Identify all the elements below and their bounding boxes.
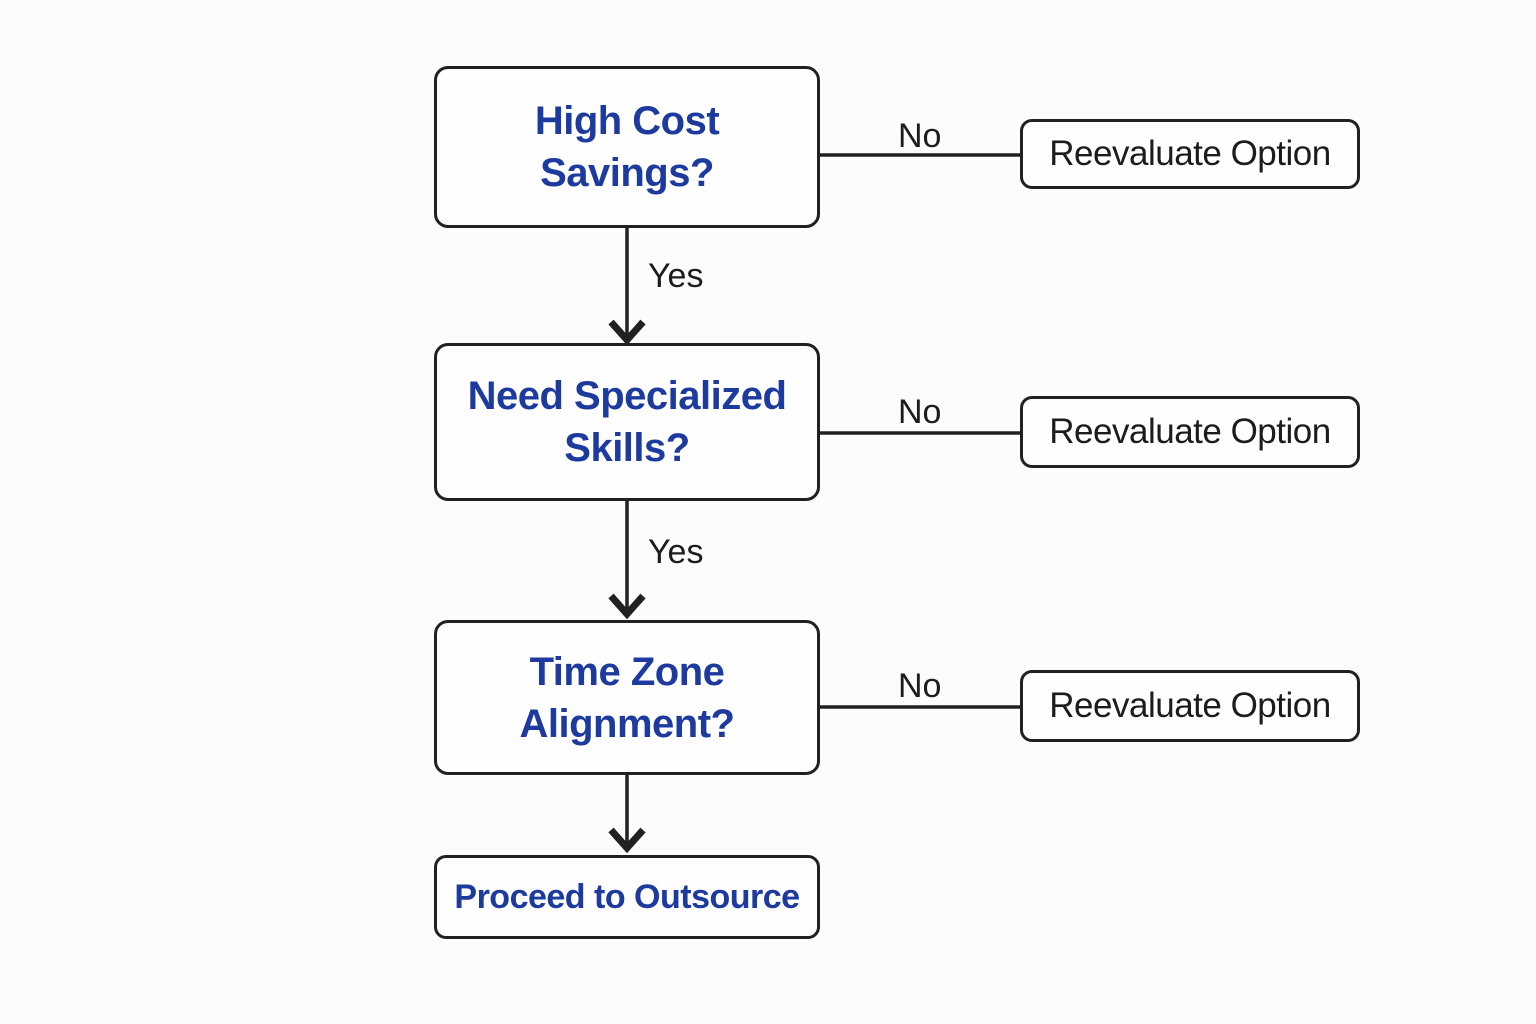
- arrowhead-down-icon: [608, 319, 646, 346]
- arrowhead-down-icon: [608, 593, 646, 620]
- node-reevaluate-option-3: Reevaluate Option: [1020, 670, 1360, 742]
- node-reevaluate-option-2: Reevaluate Option: [1020, 396, 1360, 468]
- decision-label: High Cost Savings?: [534, 99, 720, 195]
- arrowhead-down-icon: [608, 827, 646, 854]
- edge-label-no-1: No: [898, 117, 942, 155]
- edge-label-no-3: No: [898, 667, 942, 705]
- decision-label: Need Specialized Skills?: [467, 374, 787, 470]
- reevaluate-label: Reevaluate Option: [1049, 134, 1331, 173]
- node-proceed-to-outsource: Proceed to Outsource: [434, 855, 820, 939]
- decision-high-cost-savings: High Cost Savings?: [434, 66, 820, 228]
- decision-label: Time Zone Alignment?: [519, 649, 735, 746]
- edge-label-yes-1: Yes: [648, 257, 704, 295]
- reevaluate-label: Reevaluate Option: [1049, 412, 1331, 451]
- final-label: Proceed to Outsource: [454, 877, 800, 916]
- edge-label-yes-2: Yes: [648, 533, 704, 571]
- decision-need-specialized-skills: Need Specialized Skills?: [434, 343, 820, 501]
- decision-time-zone-alignment: Time Zone Alignment?: [434, 620, 820, 775]
- edge-label-no-2: No: [898, 393, 942, 431]
- reevaluate-label: Reevaluate Option: [1049, 686, 1331, 725]
- node-reevaluate-option-1: Reevaluate Option: [1020, 119, 1360, 189]
